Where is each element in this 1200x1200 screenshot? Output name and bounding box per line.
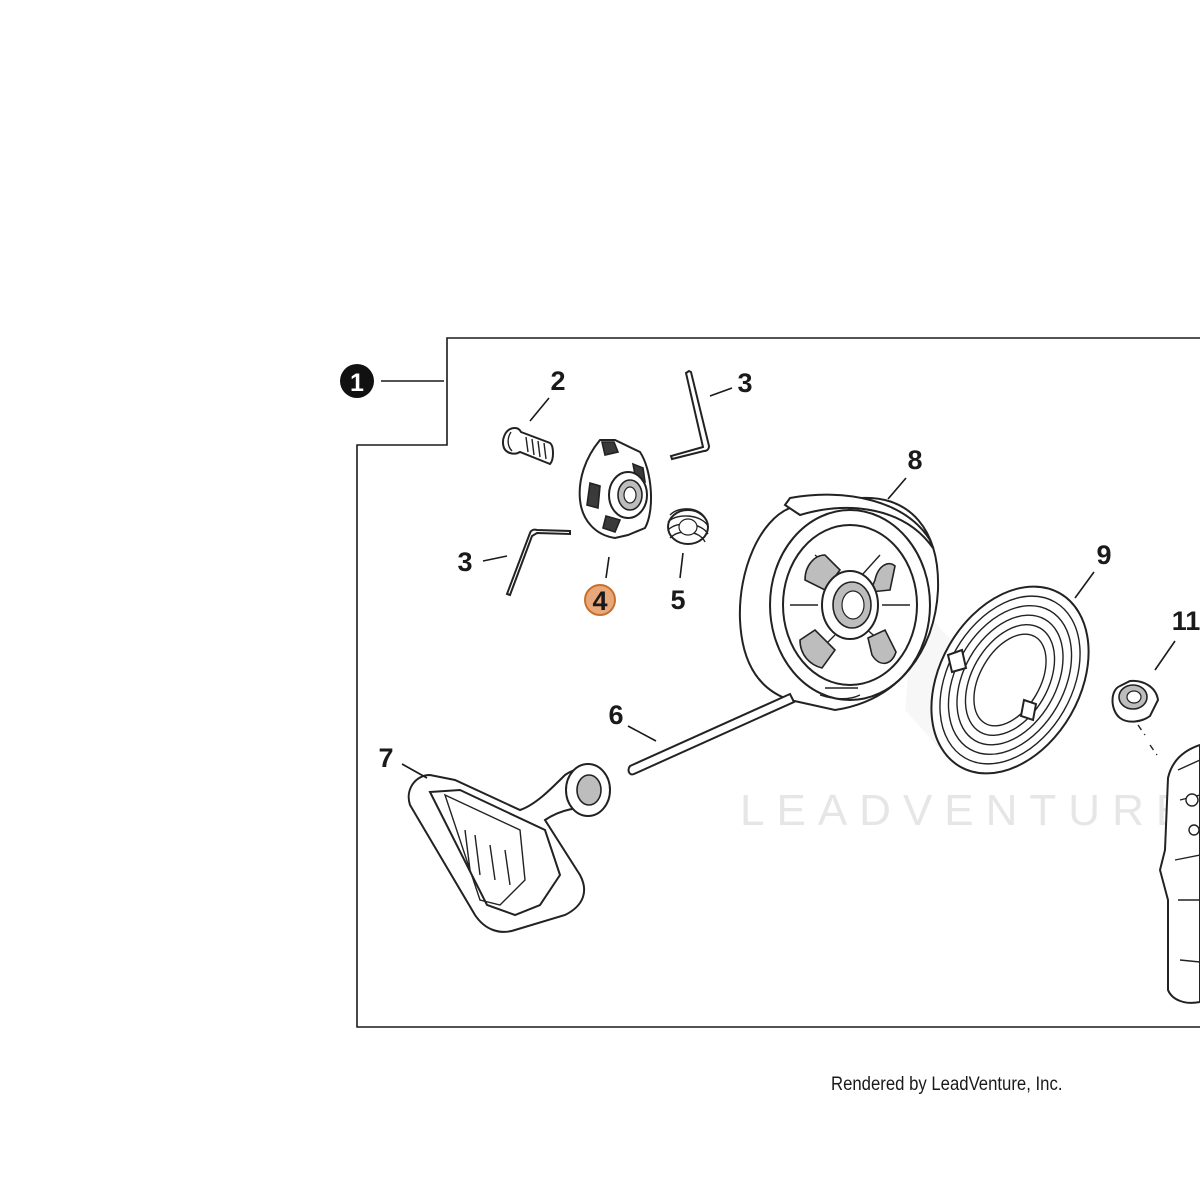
callout-7[interactable]: 7 xyxy=(378,743,428,779)
callout-8-label: 8 xyxy=(907,445,922,475)
callout-11-label: 11 xyxy=(1172,606,1200,636)
callout-6[interactable]: 6 xyxy=(608,700,657,742)
callout-3-upper-label: 3 xyxy=(737,368,752,398)
rope-part[interactable] xyxy=(627,692,796,776)
callout-4-highlight xyxy=(584,584,616,616)
callout-3-upper[interactable]: 3 xyxy=(709,368,753,398)
callout-1-label: 1 xyxy=(350,369,364,397)
handle-part[interactable] xyxy=(407,763,611,933)
ratchet-part[interactable] xyxy=(578,439,653,540)
screw-part[interactable] xyxy=(502,426,554,466)
credit-text: Rendered by LeadVenture, Inc. xyxy=(831,1074,1063,1095)
grommet-part[interactable] xyxy=(1111,679,1160,756)
pawl-upper-part[interactable] xyxy=(669,369,711,461)
callout-9[interactable]: 9 xyxy=(1074,540,1112,599)
callout-7-label: 7 xyxy=(378,743,393,773)
housing-cover-part[interactable] xyxy=(1158,743,1200,1004)
callout-4-label: 4 xyxy=(592,586,607,616)
spring-part[interactable] xyxy=(667,508,709,545)
watermark-text: LEADVENTURE xyxy=(740,786,1197,835)
pawl-lower-part[interactable] xyxy=(505,528,571,597)
callout-8[interactable]: 8 xyxy=(887,445,923,500)
callout-5-label: 5 xyxy=(670,585,685,615)
callout-11[interactable]: 11 xyxy=(1154,606,1200,671)
reel-part[interactable] xyxy=(738,493,940,712)
assembly-boundary xyxy=(356,337,1200,1028)
callout-2[interactable]: 2 xyxy=(529,366,566,422)
callout-6-label: 6 xyxy=(608,700,623,730)
recoil-spring-part[interactable] xyxy=(899,558,1120,801)
callout-4[interactable]: 4 xyxy=(584,556,616,616)
callout-3-lower[interactable]: 3 xyxy=(457,547,508,577)
callout-1[interactable]: 1 xyxy=(340,364,444,398)
callout-9-label: 9 xyxy=(1096,540,1111,570)
callout-5[interactable]: 5 xyxy=(670,552,686,615)
callout-3-lower-label: 3 xyxy=(457,547,472,577)
callout-2-label: 2 xyxy=(550,366,565,396)
